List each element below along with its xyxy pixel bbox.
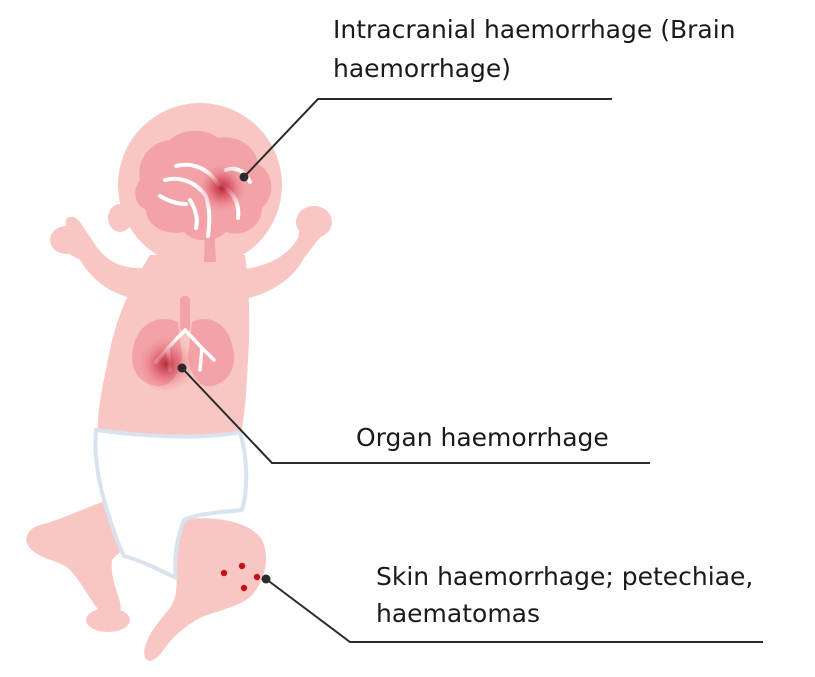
- organ-label: Organ haemorrhage: [356, 421, 609, 455]
- organ-bleed: [136, 334, 196, 394]
- petechia: [241, 585, 247, 591]
- skin-leader-dot: [262, 575, 271, 584]
- petechia: [254, 574, 260, 580]
- left-foot: [86, 608, 130, 632]
- skin-label-line2: haematomas: [376, 597, 540, 631]
- petechia: [221, 570, 227, 576]
- brain-bleed: [196, 162, 248, 214]
- skin-label-line1: Skin haemorrhage; petechiae,: [376, 560, 753, 594]
- brain-leader-line: [244, 99, 612, 177]
- trachea: [180, 296, 190, 332]
- organ-leader-dot: [178, 364, 187, 373]
- right-hand: [296, 206, 332, 238]
- brain-label-line2: haemorrhage): [333, 52, 511, 86]
- ear: [108, 204, 132, 232]
- left-hand: [50, 226, 82, 254]
- petechia: [239, 563, 245, 569]
- brain-leader-dot: [240, 173, 249, 182]
- brain-label-line1: Intracranial haemorrhage (Brain: [333, 13, 736, 47]
